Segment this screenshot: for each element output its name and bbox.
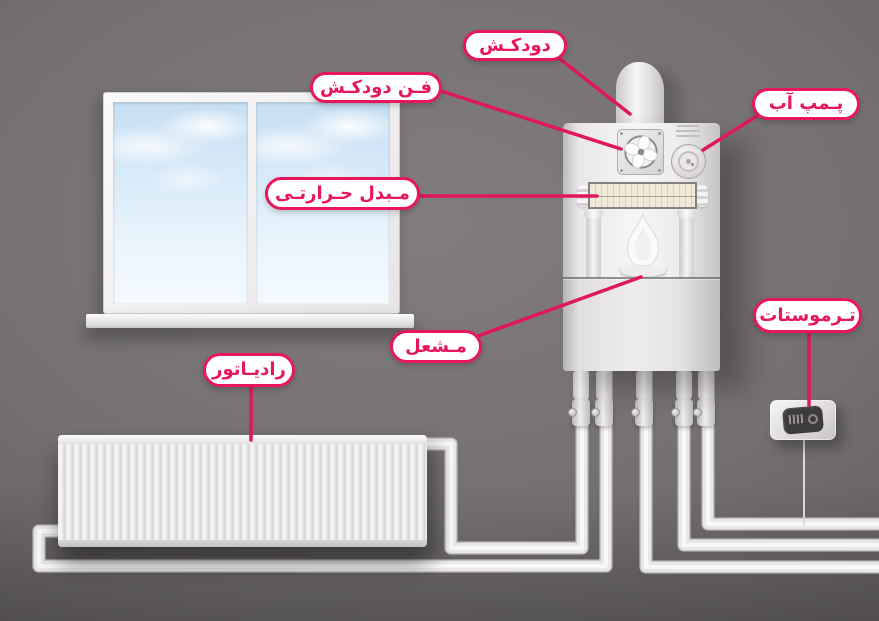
vent-grille bbox=[676, 125, 700, 138]
label-burner: مـشعل bbox=[390, 330, 482, 363]
radiator-panel bbox=[58, 435, 427, 547]
label-water-pump: پـمپ آب bbox=[752, 88, 860, 120]
leader-line-flue-fan bbox=[439, 89, 623, 151]
leader-line-burner bbox=[476, 275, 643, 338]
leader-line-chimney bbox=[558, 57, 632, 116]
pipe-radiator-supply bbox=[427, 360, 589, 555]
pipe-valve bbox=[568, 399, 590, 426]
pipe-sleeve bbox=[596, 371, 612, 399]
pipe-outlet-right-bottom bbox=[639, 360, 879, 574]
pipe-valve bbox=[671, 399, 693, 426]
leader-line-water-pump bbox=[701, 114, 759, 152]
pipe-valve bbox=[693, 399, 715, 426]
label-thermostat: تـرموستات bbox=[753, 298, 862, 333]
hx-leg-right bbox=[677, 209, 696, 278]
pipe-valve bbox=[631, 399, 653, 426]
fan-blades-icon bbox=[623, 135, 658, 169]
label-flue-fan: فـن دودکـش bbox=[310, 72, 442, 103]
flue-fan-icon bbox=[617, 129, 664, 175]
heat-exchanger-grid bbox=[588, 182, 697, 209]
label-heat-exchanger: مـبدل حـرارتـی bbox=[265, 177, 420, 210]
hx-connector-right bbox=[696, 185, 708, 207]
pipe-valve bbox=[591, 399, 613, 426]
thermostat-device bbox=[770, 400, 836, 440]
pipe-sleeve bbox=[676, 371, 692, 399]
label-chimney: دودکـش bbox=[463, 30, 567, 61]
pipe-sleeve bbox=[573, 371, 589, 399]
hx-leg-left bbox=[584, 209, 603, 278]
window-pane-left bbox=[113, 102, 248, 304]
thermostat-wire bbox=[803, 440, 805, 525]
combi-boiler bbox=[563, 123, 720, 371]
burner-flame-icon bbox=[618, 212, 668, 278]
label-radiator: رادیـاتور bbox=[203, 353, 295, 387]
pipe-radiator-return bbox=[32, 360, 613, 573]
flue-pipe bbox=[616, 62, 664, 128]
pipe-sleeve bbox=[636, 371, 652, 399]
water-pump-icon bbox=[671, 144, 706, 179]
window-sill bbox=[86, 314, 414, 328]
pipe-sleeve bbox=[698, 371, 714, 399]
